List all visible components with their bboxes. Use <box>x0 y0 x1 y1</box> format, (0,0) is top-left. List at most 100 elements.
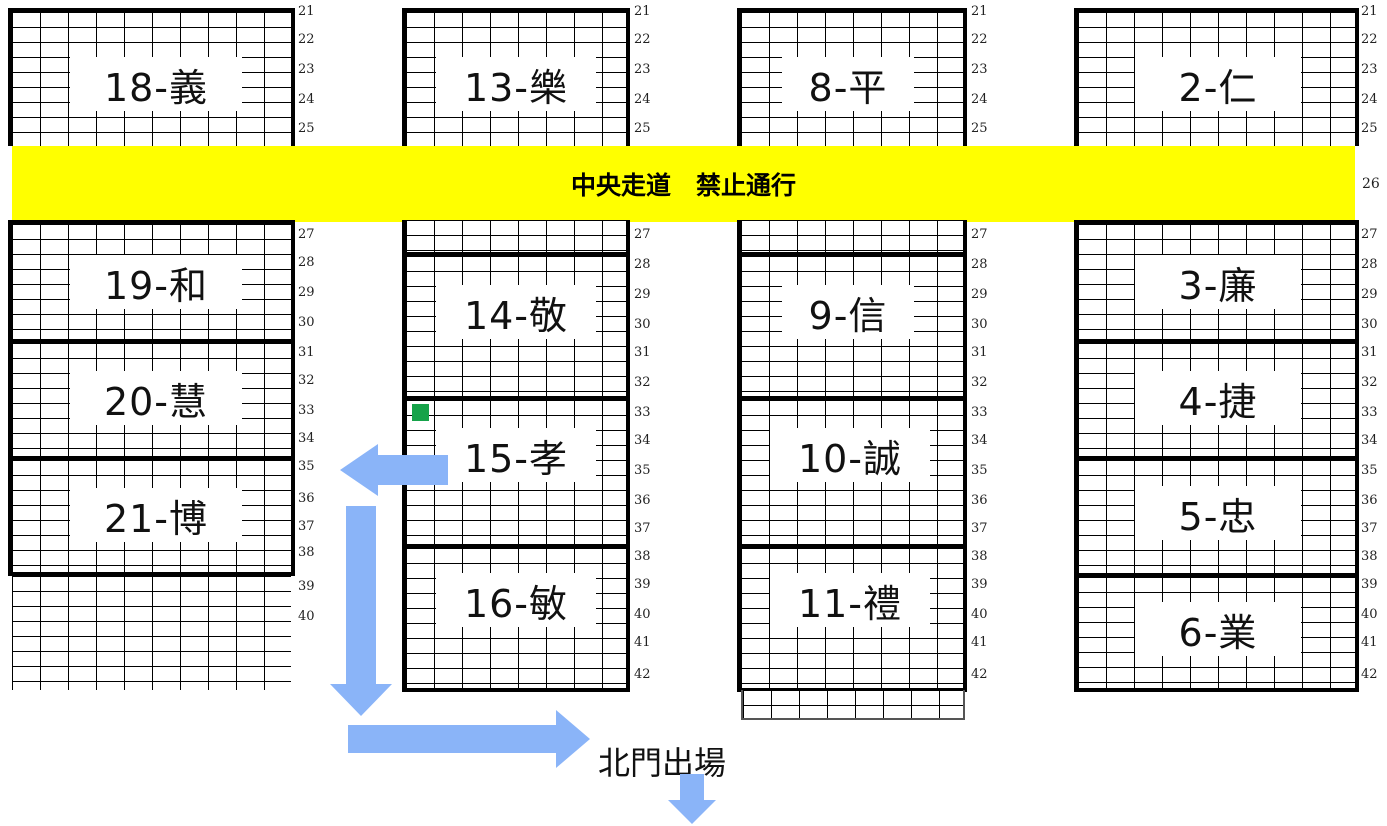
arrow-polygon <box>348 710 590 768</box>
row-number: 35 <box>971 463 988 478</box>
row-number: 31 <box>298 345 315 360</box>
row-number: 24 <box>298 92 315 107</box>
section-label-18: 18-義 <box>70 57 242 111</box>
row-number: 42 <box>971 667 988 682</box>
row-number: 25 <box>634 121 651 136</box>
row-number: 31 <box>971 345 988 360</box>
row-number: 21 <box>971 4 988 19</box>
route-arrow-left-icon <box>340 444 448 496</box>
row-number: 21 <box>634 4 651 19</box>
seat-block-21 <box>8 456 295 576</box>
row-number: 27 <box>1361 227 1378 242</box>
section-label-14: 14-敬 <box>436 285 596 339</box>
row-number: 23 <box>634 62 651 77</box>
row-number: 39 <box>298 579 315 594</box>
row-number: 22 <box>971 32 988 47</box>
row-number: 21 <box>298 4 315 19</box>
row-number: 38 <box>971 549 988 564</box>
row-number: 24 <box>1361 92 1378 107</box>
row-number: 30 <box>1361 317 1378 332</box>
seat-block-unnamed-col3-extra <box>741 690 965 720</box>
row-number: 38 <box>298 545 315 560</box>
row-number: 40 <box>634 607 651 622</box>
row-number: 32 <box>634 375 651 390</box>
exit-arrow-down-icon <box>668 774 716 824</box>
row-number: 34 <box>298 431 315 446</box>
row-number: 35 <box>634 463 651 478</box>
seat-block-unnamed-col3 <box>737 220 967 256</box>
row-number: 38 <box>634 549 651 564</box>
route-arrow-down-icon <box>330 506 392 716</box>
central-aisle: 中央走道 禁止通行 <box>12 146 1355 222</box>
row-number: 30 <box>971 317 988 332</box>
row-number: 41 <box>1361 635 1378 650</box>
section-label-20: 20-慧 <box>70 371 242 425</box>
row-number: 23 <box>971 62 988 77</box>
row-number: 22 <box>298 32 315 47</box>
row-number: 24 <box>634 92 651 107</box>
section-label-6: 6-業 <box>1135 602 1301 656</box>
section-label-21: 21-博 <box>70 488 242 542</box>
row-number: 36 <box>1361 493 1378 508</box>
row-number: 35 <box>298 459 315 474</box>
row-number: 40 <box>298 609 315 624</box>
row-number: 33 <box>971 405 988 420</box>
row-number: 33 <box>298 403 315 418</box>
row-number: 21 <box>1361 4 1378 19</box>
row-number-26: 26 <box>1362 176 1380 192</box>
row-number: 40 <box>1361 607 1378 622</box>
row-number: 35 <box>1361 463 1378 478</box>
aisle-warning-text: 中央走道 禁止通行 <box>570 171 796 200</box>
section-label-5: 5-忠 <box>1135 486 1301 540</box>
row-number: 23 <box>1361 62 1378 77</box>
row-number: 30 <box>298 315 315 330</box>
section-label-9: 9-信 <box>782 285 914 339</box>
row-number: 42 <box>1361 667 1378 682</box>
seat-block-unnamed-col1 <box>12 576 291 690</box>
row-number: 22 <box>634 32 651 47</box>
row-number: 28 <box>1361 257 1378 272</box>
arrow-polygon <box>340 444 448 496</box>
section-label-11: 11-禮 <box>770 573 930 627</box>
row-number: 39 <box>971 577 988 592</box>
row-number: 30 <box>634 317 651 332</box>
row-number: 36 <box>634 493 651 508</box>
section-label-2: 2-仁 <box>1135 57 1301 111</box>
current-seat-marker <box>412 404 429 421</box>
row-number: 25 <box>298 121 315 136</box>
row-number: 32 <box>1361 375 1378 390</box>
section-label-3: 3-廉 <box>1135 255 1301 309</box>
row-number: 41 <box>971 635 988 650</box>
row-number: 37 <box>1361 521 1378 536</box>
row-number: 28 <box>634 257 651 272</box>
section-label-13: 13-樂 <box>436 57 596 111</box>
row-number: 33 <box>634 405 651 420</box>
section-label-4: 4-捷 <box>1135 371 1301 425</box>
row-number: 32 <box>971 375 988 390</box>
row-number: 41 <box>634 635 651 650</box>
row-number: 34 <box>634 433 651 448</box>
row-number: 22 <box>1361 32 1378 47</box>
row-number: 39 <box>634 577 651 592</box>
row-number: 32 <box>298 373 315 388</box>
row-number: 36 <box>298 491 315 506</box>
row-number: 37 <box>634 521 651 536</box>
row-number: 37 <box>298 519 315 534</box>
row-number: 31 <box>634 345 651 360</box>
row-number: 40 <box>971 607 988 622</box>
section-label-16: 16-敏 <box>436 573 596 627</box>
row-number: 28 <box>971 257 988 272</box>
row-number: 29 <box>971 287 988 302</box>
section-label-15: 15-孝 <box>436 428 596 482</box>
section-label-10: 10-誠 <box>770 428 930 482</box>
row-number: 42 <box>634 667 651 682</box>
row-number: 27 <box>634 227 651 242</box>
row-number: 31 <box>1361 345 1378 360</box>
row-number: 29 <box>634 287 651 302</box>
row-number: 34 <box>1361 433 1378 448</box>
row-number: 25 <box>1361 121 1378 136</box>
row-number: 34 <box>971 433 988 448</box>
row-number: 37 <box>971 521 988 536</box>
section-label-19: 19-和 <box>70 255 242 309</box>
